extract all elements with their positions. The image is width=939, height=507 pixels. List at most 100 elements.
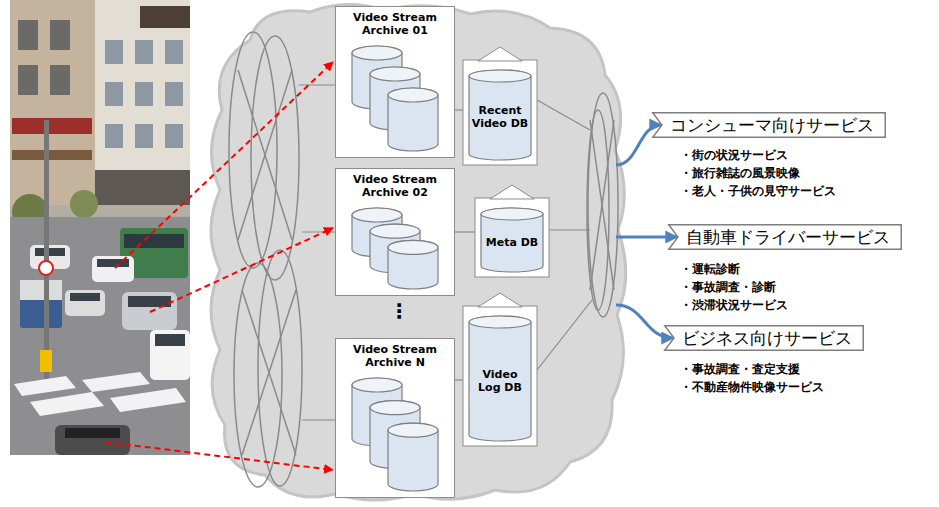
- wire: [454, 109, 463, 110]
- node-label: Recent Video DB: [470, 104, 530, 130]
- wire: [454, 379, 463, 380]
- street-photo: [10, 0, 190, 455]
- database-cylinder: [481, 208, 543, 272]
- service-arrow: [616, 236, 677, 239]
- cylinder-top: [469, 316, 531, 328]
- wire: [537, 300, 592, 370]
- cylinder-body: [469, 70, 531, 160]
- cylinder-body: [469, 316, 531, 441]
- cylinder-body: [388, 240, 438, 289]
- van-window: [155, 334, 185, 346]
- archive-box: Video Stream Archive 02: [335, 168, 455, 296]
- database-roof: [478, 47, 522, 61]
- cylinder-top: [370, 224, 420, 238]
- storage-cylinders: [352, 46, 438, 151]
- heading-text: 自動車ドライバーサービス: [668, 225, 890, 249]
- truck: [20, 280, 62, 328]
- window: [105, 82, 123, 106]
- crosswalk-stripe: [14, 376, 76, 396]
- camera-feeds: [105, 62, 333, 470]
- database-frame: [475, 198, 549, 277]
- wire: [302, 419, 336, 420]
- window: [50, 20, 70, 50]
- wire: [549, 229, 590, 230]
- network-line: [590, 120, 614, 290]
- service-arrow: [616, 305, 673, 338]
- car-window: [35, 248, 65, 256]
- cylinder-body: [481, 208, 543, 272]
- cylinder-body: [388, 88, 438, 151]
- service-arrow: [616, 125, 661, 165]
- archive-box: Video Stream Archive N: [335, 338, 455, 498]
- shop-sign: [12, 118, 92, 134]
- feed-arrow: [115, 62, 333, 268]
- network-ring: [587, 110, 609, 310]
- bus-window: [124, 234, 184, 248]
- heading-outline: [665, 326, 864, 351]
- database-cylinder: [469, 316, 531, 441]
- tree: [70, 190, 98, 218]
- pole: [44, 120, 49, 380]
- cylinder-top: [388, 240, 438, 254]
- network-line: [242, 290, 296, 455]
- feed-arrow: [105, 442, 333, 470]
- cylinder-top: [481, 208, 543, 220]
- ellipsis-mark: ⋮: [389, 300, 409, 322]
- cloud-region: Video Stream Archive 01 Video Stream Arch…: [200, 0, 628, 507]
- database-box: Meta DB: [474, 184, 550, 278]
- car: [55, 425, 130, 455]
- bullet-item: ・老人・子供の見守サービス: [680, 183, 836, 199]
- van: [150, 330, 190, 380]
- network-ring: [588, 93, 618, 317]
- cylinder-top: [469, 70, 531, 82]
- awning: [12, 150, 92, 160]
- window: [135, 82, 153, 106]
- wire: [454, 231, 475, 232]
- cylinder-top: [370, 401, 420, 415]
- window: [105, 40, 123, 64]
- network-line: [238, 70, 292, 240]
- crosswalk-stripe: [110, 388, 186, 412]
- node-label: Video Log DB: [470, 368, 530, 394]
- service-heading: ビジネス向けサービス: [664, 325, 864, 351]
- database-roof: [478, 293, 522, 307]
- road-sign: [39, 261, 53, 275]
- network-ring: [229, 32, 277, 268]
- car: [92, 256, 134, 282]
- archive-box: Video Stream Archive 01: [335, 6, 455, 158]
- window: [18, 65, 38, 95]
- bullet-item: ・旅行雑誌の風景映像: [680, 165, 800, 181]
- service-heading: コンシューマ向けサービス: [652, 112, 886, 138]
- database-box: Video Log DB: [462, 292, 538, 447]
- heading-text: ビジネス向けサービス: [664, 326, 852, 350]
- car-window: [70, 293, 100, 301]
- cylinder-top: [352, 46, 402, 60]
- photo-ground: [10, 0, 190, 455]
- bullet-item: ・不動産物件映像サービス: [680, 379, 824, 395]
- heading-outline: [669, 225, 902, 250]
- cylinder-top: [352, 378, 402, 392]
- network-line: [590, 120, 614, 290]
- window: [105, 124, 123, 148]
- node-label: Meta DB: [482, 236, 542, 249]
- feed-arrow: [150, 228, 333, 312]
- crosswalk-stripe: [82, 372, 150, 392]
- shopfront: [95, 170, 190, 205]
- database-frame: [463, 306, 537, 446]
- crosswalk-stripe: [30, 392, 104, 416]
- cylinder-top: [388, 423, 438, 437]
- network-ring: [258, 250, 302, 486]
- cylinder-body: [388, 423, 438, 491]
- database-box: Recent Video DB: [462, 46, 538, 166]
- node-label: Video Stream Archive 02: [336, 169, 454, 199]
- building: [10, 0, 95, 215]
- service-heading: 自動車ドライバーサービス: [668, 224, 902, 250]
- storage-cylinders: [352, 208, 438, 289]
- bullet-item: ・事故調査・診断: [680, 279, 776, 295]
- cylinder-top: [352, 208, 402, 222]
- cylinder-top: [388, 88, 438, 102]
- car: [65, 290, 105, 316]
- wire: [299, 84, 336, 85]
- database-frame: [463, 60, 537, 165]
